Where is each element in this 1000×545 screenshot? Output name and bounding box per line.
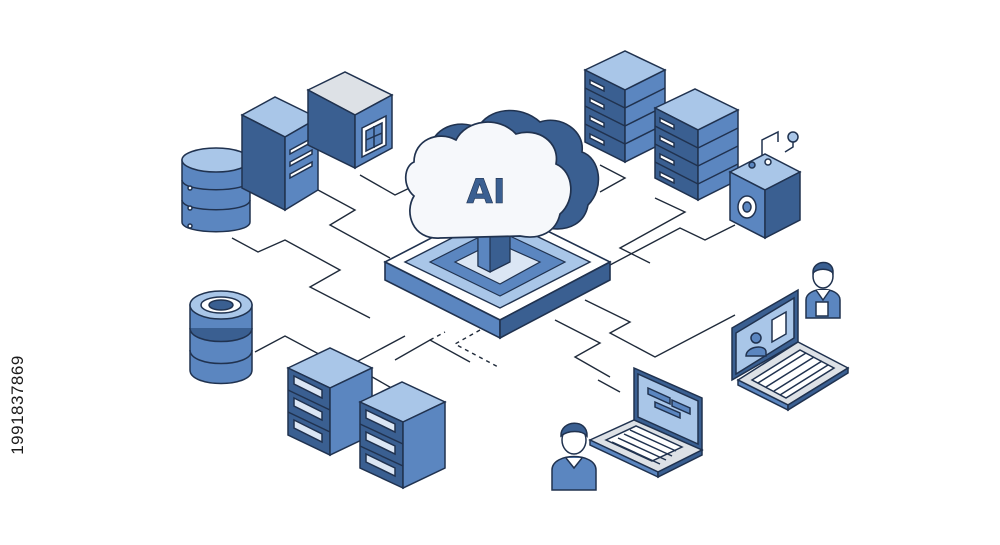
laptop-icon [731,288,850,412]
user-icon [805,261,841,319]
iot-device-icon [728,130,802,240]
server-rack-icon [358,381,447,490]
server-rack-icon [286,347,374,457]
user-icon [551,422,597,491]
database-cylinder-icon [181,147,251,233]
cube-box-icon [306,71,394,170]
data-disk-icon [189,290,253,385]
connection-lines [231,164,736,393]
stock-image-id: 1991837869 [6,300,30,510]
laptop-icon [588,366,704,479]
ai-label: AI [467,172,506,212]
server-rack-icon [653,88,740,202]
server-rack-icon [583,50,667,164]
stock-image-id-text: 1991837869 [8,355,27,455]
ai-cloud-chip-icon: AI [383,109,612,340]
server-tower-icon [240,96,320,212]
